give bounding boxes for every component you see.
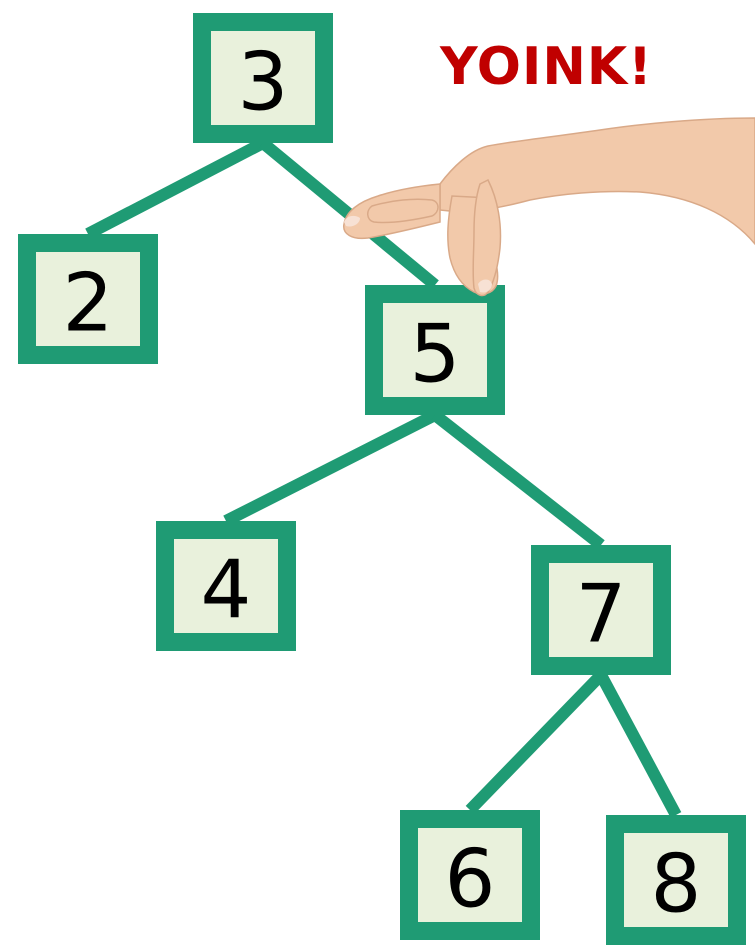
tree-node-6: 6 — [400, 810, 540, 940]
tree-node-box — [18, 234, 158, 364]
tree-nodes: 3 2 5 4 7 6 8 — [18, 13, 746, 945]
tree-node-label: 2 — [63, 257, 114, 350]
tree-edges — [85, 137, 682, 818]
tree-edge-5-4 — [223, 409, 438, 527]
tree-node-2: 2 — [18, 234, 158, 364]
tree-node-label: 6 — [445, 833, 496, 926]
tree-node-5: 5 — [365, 285, 505, 415]
tree-node-box — [365, 285, 505, 415]
tree-node-box — [531, 545, 671, 675]
tree-edge-7-8 — [595, 672, 682, 818]
tree-node-label: 3 — [238, 36, 289, 129]
tree-node-box — [193, 13, 333, 143]
tree-edge-5-7 — [431, 410, 605, 550]
tree-node-label: 4 — [201, 544, 252, 637]
tree-node-4: 4 — [156, 521, 296, 651]
tree-edge-3-2 — [85, 137, 266, 240]
tree-node-7: 7 — [531, 545, 671, 675]
tree-node-label: 5 — [410, 308, 461, 401]
tree-node-box — [400, 810, 540, 940]
yoink-caption: YOINK! — [439, 37, 653, 97]
tree-node-label: 8 — [651, 838, 702, 931]
tree-node-3: 3 — [193, 13, 333, 143]
tree-edge-7-6 — [465, 670, 606, 815]
tree-node-8: 8 — [606, 815, 746, 945]
tree-node-box — [606, 815, 746, 945]
tree-node-box — [156, 521, 296, 651]
tree-node-label: 7 — [576, 568, 627, 661]
hand-icon — [343, 117, 755, 297]
